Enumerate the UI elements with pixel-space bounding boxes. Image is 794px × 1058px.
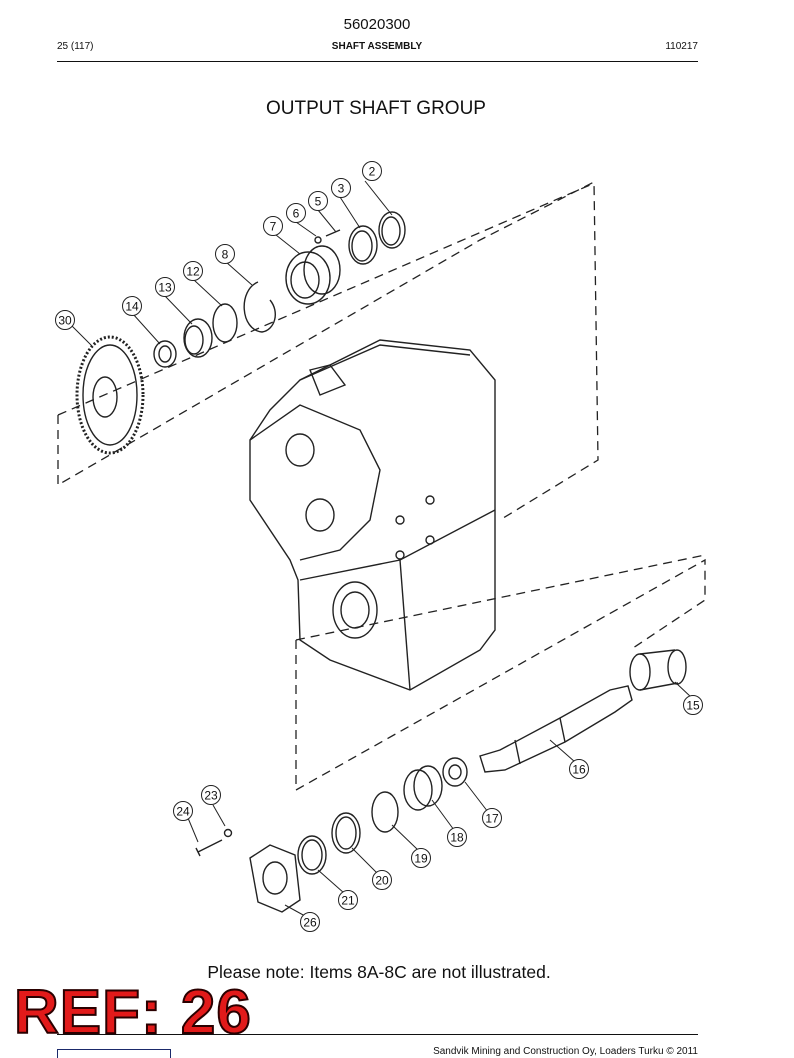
callout-19: 19 bbox=[411, 848, 431, 868]
callout-2-label: 2 bbox=[369, 165, 376, 179]
callout-17-label: 17 bbox=[485, 812, 499, 826]
callout-14-label: 14 bbox=[125, 300, 139, 314]
guide-line-upper bbox=[57, 180, 599, 521]
ring-part-21 bbox=[297, 835, 327, 875]
callout-23: 23 bbox=[201, 785, 221, 805]
bolt-part-5 bbox=[325, 229, 341, 237]
washer-part-23 bbox=[223, 828, 233, 838]
diagram-title: OUTPUT SHAFT GROUP bbox=[266, 98, 486, 119]
footer-rule bbox=[57, 1034, 698, 1035]
ring-part-3 bbox=[348, 225, 378, 265]
snap-ring-part-8 bbox=[243, 281, 276, 333]
washer-part-6 bbox=[314, 236, 322, 244]
section-title: SHAFT ASSEMBLY bbox=[331, 41, 423, 52]
bolt-part-24 bbox=[195, 839, 223, 857]
callout-7: 7 bbox=[263, 216, 283, 236]
callout-24-label: 24 bbox=[176, 805, 190, 819]
sleeve-part-15 bbox=[629, 649, 687, 691]
bearing-part-13 bbox=[183, 318, 213, 358]
callout-8-label: 8 bbox=[222, 248, 229, 262]
callout-20: 20 bbox=[372, 870, 392, 890]
callout-30: 30 bbox=[55, 310, 75, 330]
callout-17: 17 bbox=[482, 808, 502, 828]
callout-21: 21 bbox=[338, 890, 358, 910]
sandvik-logo bbox=[57, 1049, 171, 1058]
callout-7-label: 7 bbox=[270, 220, 277, 234]
callout-19-label: 19 bbox=[414, 852, 428, 866]
transmission-housing bbox=[249, 339, 496, 691]
callout-18: 18 bbox=[447, 827, 467, 847]
ring-part-2 bbox=[378, 211, 406, 249]
callout-16: 16 bbox=[569, 759, 589, 779]
bearing-part-18 bbox=[403, 765, 443, 811]
ring-part-19 bbox=[371, 791, 399, 833]
callout-24: 24 bbox=[173, 801, 193, 821]
callout-21-label: 21 bbox=[341, 894, 355, 908]
callout-12-label: 12 bbox=[186, 265, 200, 279]
callout-16-label: 16 bbox=[572, 763, 586, 777]
callout-30-label: 30 bbox=[58, 314, 72, 328]
callout-26: 26 bbox=[300, 912, 320, 932]
ref-stamp: REF: 26 bbox=[13, 978, 252, 1047]
guide-line-lower-top bbox=[295, 554, 706, 641]
callout-26-label: 26 bbox=[303, 916, 317, 930]
shaft-part-16 bbox=[479, 685, 633, 773]
callout-15-label: 15 bbox=[686, 699, 700, 713]
callout-12: 12 bbox=[183, 261, 203, 281]
document-code: 110217 bbox=[665, 41, 698, 52]
cover-part-26 bbox=[249, 844, 301, 913]
callout-6: 6 bbox=[286, 203, 306, 223]
doc-number: 56020300 bbox=[343, 16, 411, 33]
callout-20-label: 20 bbox=[375, 874, 389, 888]
callout-14: 14 bbox=[122, 296, 142, 316]
header-rule bbox=[57, 61, 698, 62]
callout-15: 15 bbox=[683, 695, 703, 715]
bearing-housing-part-7 bbox=[285, 245, 341, 305]
callout-2: 2 bbox=[362, 161, 382, 181]
callout-23-label: 23 bbox=[204, 789, 218, 803]
callout-13: 13 bbox=[155, 277, 175, 297]
guide-line-upper-left bbox=[57, 184, 591, 416]
footer-copyright: Sandvik Mining and Construction Oy, Load… bbox=[433, 1046, 698, 1057]
ring-part-20 bbox=[331, 812, 361, 854]
callout-13-label: 13 bbox=[158, 281, 172, 295]
callout-5-label: 5 bbox=[315, 195, 322, 209]
ring-part-12 bbox=[212, 303, 238, 343]
nut-part-17 bbox=[442, 757, 468, 787]
callout-5: 5 bbox=[308, 191, 328, 211]
callout-18-label: 18 bbox=[450, 831, 464, 845]
callout-8: 8 bbox=[215, 244, 235, 264]
illustration-note: Please note: Items 8A-8C are not illustr… bbox=[207, 962, 551, 982]
callout-6-label: 6 bbox=[293, 207, 300, 221]
nut-part-14 bbox=[153, 340, 177, 368]
gear-part-30 bbox=[75, 335, 145, 455]
page-number: 25 (117) bbox=[57, 41, 94, 52]
callout-3: 3 bbox=[331, 178, 351, 198]
guide-line-lower bbox=[295, 558, 706, 792]
callout-3-label: 3 bbox=[338, 182, 345, 196]
